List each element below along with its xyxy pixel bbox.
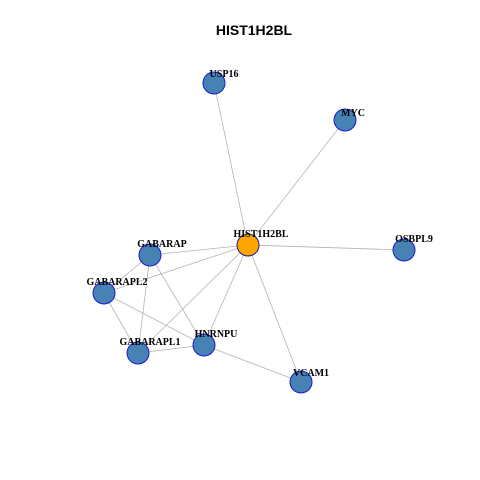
edge-hist1h2bl-usp16 bbox=[213, 82, 249, 246]
node-label-gabarapl2: GABARAPL2 bbox=[86, 277, 147, 288]
node-gabarapl2[interactable] bbox=[92, 281, 116, 305]
node-label-myc: MYC bbox=[341, 108, 365, 119]
node-myc[interactable] bbox=[333, 108, 357, 132]
node-label-osbpl9: OSBPL9 bbox=[395, 234, 433, 245]
edge-gabarap-gabarapl1 bbox=[137, 254, 151, 354]
node-hnrnpu[interactable] bbox=[192, 333, 216, 357]
edge-hist1h2bl-gabarapl1 bbox=[137, 244, 249, 354]
node-label-hnrnpu: HNRNPU bbox=[195, 329, 238, 340]
node-hist1h2bl[interactable] bbox=[236, 233, 260, 257]
node-label-gabarap: GABARAP bbox=[137, 239, 186, 250]
node-gabarap[interactable] bbox=[138, 243, 162, 267]
nodes-layer bbox=[92, 71, 416, 394]
node-label-gabarapl1: GABARAPL1 bbox=[119, 337, 180, 348]
node-osbpl9[interactable] bbox=[392, 238, 416, 262]
node-vcam1[interactable] bbox=[289, 370, 313, 394]
node-label-vcam1: VCAM1 bbox=[293, 368, 329, 379]
node-label-usp16: USP16 bbox=[210, 69, 239, 80]
edge-hist1h2bl-myc bbox=[247, 119, 346, 246]
edge-hist1h2bl-hnrnpu bbox=[203, 244, 249, 346]
edge-hist1h2bl-gabarap bbox=[149, 244, 249, 256]
edge-gabarap-hnrnpu bbox=[149, 254, 205, 346]
graph-title: HIST1H2BL bbox=[216, 22, 293, 38]
node-gabarapl1[interactable] bbox=[126, 341, 150, 365]
edge-hist1h2bl-gabarapl2 bbox=[103, 244, 249, 294]
edge-hist1h2bl-osbpl9 bbox=[247, 244, 405, 251]
node-label-hist1h2bl: HIST1H2BL bbox=[233, 229, 288, 240]
edge-gabarapl2-hnrnpu bbox=[103, 292, 205, 346]
edge-hist1h2bl-vcam1 bbox=[247, 244, 302, 383]
node-usp16[interactable] bbox=[202, 71, 226, 95]
edge-hnrnpu-vcam1 bbox=[203, 344, 302, 383]
